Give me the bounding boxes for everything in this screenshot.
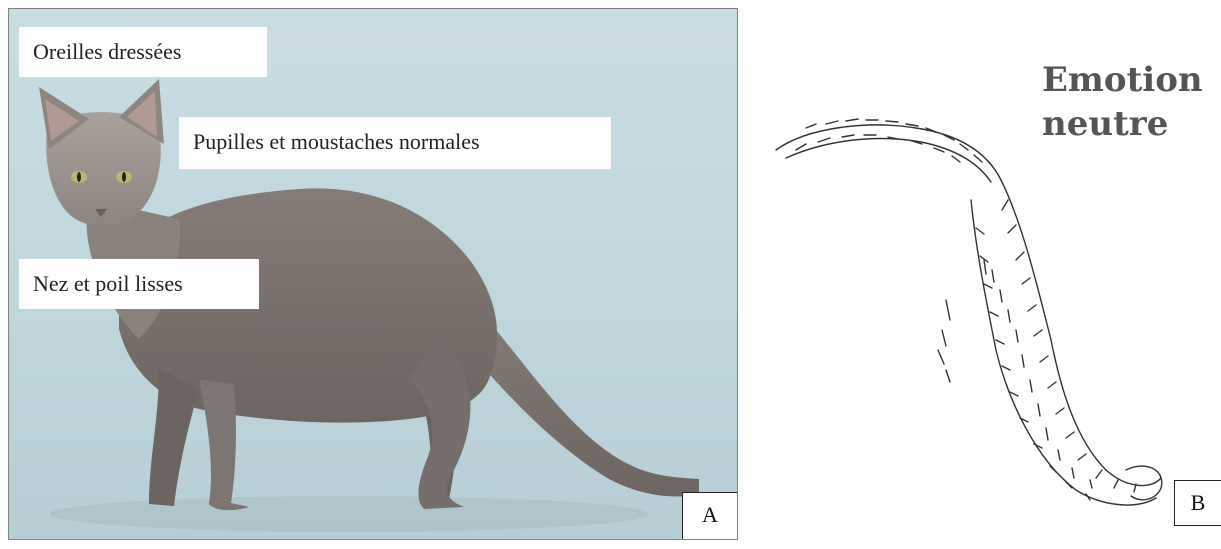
emotion-title-line1: Emotion — [1042, 58, 1203, 102]
panel-a-letter: A — [682, 492, 738, 540]
cat-photo-panel: Oreilles dressées Pupilles et moustaches… — [8, 8, 738, 540]
emotion-title: Emotion neutre — [1042, 58, 1203, 146]
panel-b-letter: B — [1174, 480, 1221, 526]
tail-drawing-panel: Emotion neutre B — [746, 0, 1221, 549]
label-nose-fur: Nez et poil lisses — [19, 259, 259, 309]
label-pupils-whiskers: Pupilles et moustaches normales — [179, 117, 611, 169]
label-ears: Oreilles dressées — [19, 27, 267, 77]
emotion-title-line2: neutre — [1042, 102, 1203, 146]
